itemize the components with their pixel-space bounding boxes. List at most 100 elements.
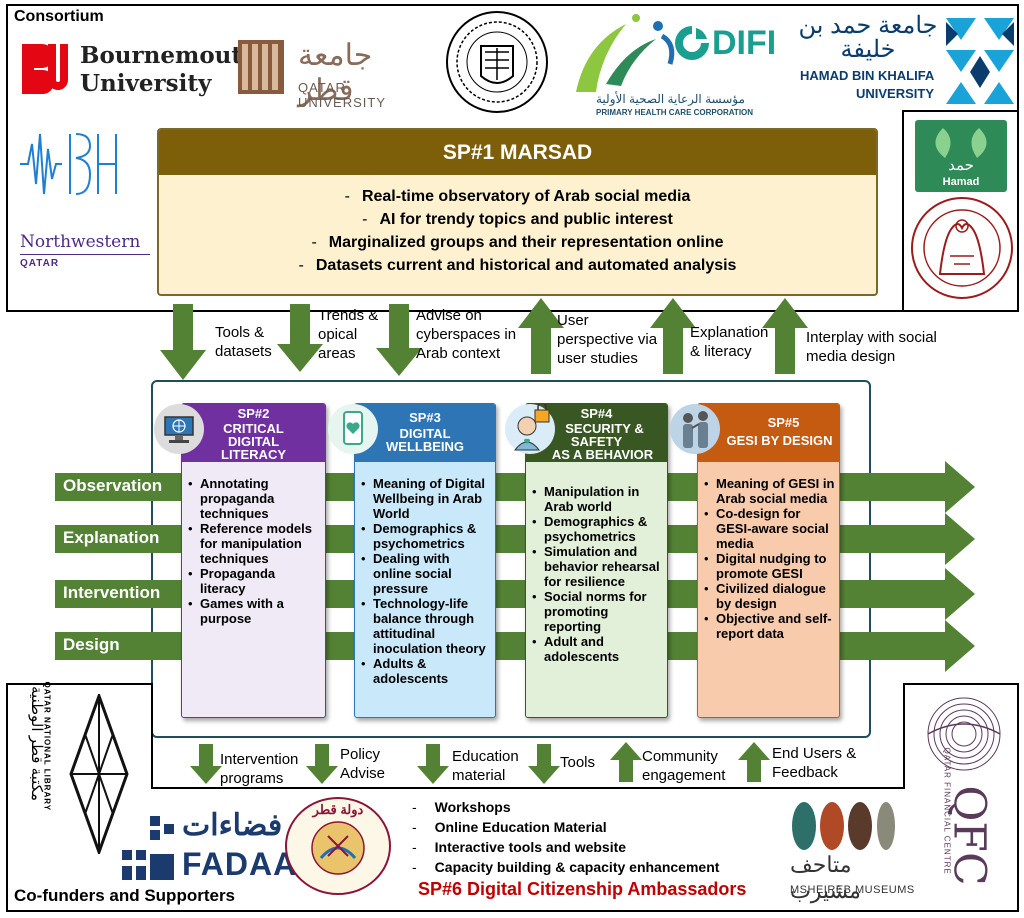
bournemouth-logo: Bournemouth University: [22, 40, 259, 100]
cofunders-left-divider: [151, 683, 153, 788]
list-item: Manipulation in Arab world: [532, 484, 663, 514]
list-item: Adult and adolescents: [532, 634, 663, 664]
hamad-english: Hamad: [942, 176, 980, 188]
qfc-swirl-icon: [927, 697, 1001, 771]
arrow-label: Tools: [560, 754, 596, 771]
hbku-english1: HAMAD BIN KHALIFA: [800, 68, 935, 83]
university-seal-icon: [445, 10, 550, 115]
down-arrow-icon: [306, 744, 338, 784]
cofunders-inner-top: [151, 787, 905, 789]
hamad-logo: حمد Hamad: [915, 120, 1007, 192]
hbku-mark-icon: [944, 16, 1016, 106]
sp5-list: Meaning of GESI in Arab social media Co-…: [698, 468, 839, 641]
list-item: Adults & adolescents: [361, 656, 491, 686]
computer-icon: [154, 404, 204, 454]
people-icon: [670, 404, 720, 454]
cofunders-right-divider: [903, 683, 905, 788]
qu-emblem-icon: [232, 34, 290, 96]
phcc-english: PRIMARY HEALTH CARE CORPORATION: [596, 108, 754, 117]
msheireb-arabic: متاحف مشيرب: [790, 852, 861, 903]
consortium-right-panel: [902, 110, 1019, 312]
cofunders-top-right: [903, 683, 1019, 685]
center-frame: [151, 380, 871, 738]
sp6-title: SP#6 Digital Citizenship Ambassadors: [418, 879, 747, 899]
arrow-label: Tools &datasets: [215, 324, 272, 360]
down-arrow-icon: [528, 744, 560, 784]
up-arrow-icon: [738, 742, 770, 782]
phcc-logo: مؤسسة الرعاية الصحية الأولية PRIMARY HEA…: [556, 14, 756, 120]
qnl-english: QATAR NATIONAL LIBRARY: [42, 681, 52, 812]
list-item: Simulation and behavior rehearsal for re…: [532, 544, 663, 589]
phcc-arabic: مؤسسة الرعاية الصحية الأولية: [596, 92, 745, 106]
cofunders-top-left: [6, 683, 152, 685]
list-item: Social norms for promoting reporting: [532, 589, 663, 634]
phone-heart-icon: [328, 404, 378, 454]
msheireb-mark-icon: [792, 802, 895, 850]
sp6-list: -Workshops -Online Education Material -I…: [412, 797, 719, 877]
list-item: Reference models for manipulation techni…: [188, 521, 321, 566]
down-arrow-icon: [417, 744, 449, 784]
qnl-mark-icon: [69, 694, 129, 854]
list-item: Objective and self-report data: [704, 611, 835, 641]
list-item: Meaning of Digital Wellbeing in Arab Wor…: [361, 476, 491, 521]
list-item: -AI for trendy topics and public interes…: [362, 211, 673, 228]
difi-logo: DIFI: [674, 22, 784, 66]
hbku-english2: UNIVERSITY: [856, 86, 935, 101]
qu-english: QATAR UNIVERSITY: [298, 80, 387, 110]
msheireb-logo: متاحف مشيرب MSHEIREB MUSEUMS: [786, 796, 914, 906]
list-item: Meaning of GESI in Arab social media: [704, 476, 835, 506]
qfc-sub: QATAR FINANCIAL CENTRE: [942, 747, 952, 875]
mcit-logo: دولة قطر: [283, 796, 393, 896]
cofunders-title: Co-funders and Supporters: [14, 886, 236, 905]
arrow-label: End Users &Feedback: [772, 745, 857, 781]
sp4-list: Manipulation in Arab world Demographics …: [526, 476, 667, 664]
consortium-title: Consortium: [14, 8, 104, 25]
mcit-arabic: دولة قطر: [312, 802, 364, 817]
hbku-arabic: جامعة حمد بن خليفة: [798, 12, 938, 63]
list-item: -Workshops: [412, 799, 511, 815]
mish-logo: [20, 124, 120, 204]
fadaat-mark-icon: [122, 816, 174, 880]
list-item: -Online Education Material: [412, 819, 607, 835]
down-arrow-icon: [376, 304, 422, 376]
sp1-title: SP#1 MARSAD: [159, 130, 876, 175]
list-item: Digital nudging to promote GESI: [704, 551, 835, 581]
difi-name: DIFI: [712, 24, 777, 62]
up-arrow-icon: [610, 742, 642, 782]
qfc-logo: QFC QATAR FINANCIAL CENTRE: [914, 690, 1014, 890]
hamad-leaf-icon: [935, 128, 987, 158]
up-arrow-icon: [650, 298, 696, 374]
list-item: -Real-time observatory of Arab social me…: [344, 188, 691, 205]
msheireb-english: MSHEIREB MUSEUMS: [790, 884, 915, 896]
northwestern-logo: Northwestern QATAR: [20, 232, 150, 272]
arrow-label: Explanation& literacy: [690, 324, 769, 360]
cofunders-frame: [6, 683, 1019, 912]
list-item: Annotating propaganda techniques: [188, 476, 321, 521]
list-item: -Marginalized groups and their represent…: [311, 234, 724, 251]
list-item: Demographics & psychometrics: [361, 521, 491, 551]
list-item: Dealing with online social pressure: [361, 551, 491, 596]
list-item: Co-design for GESI-aware social media: [704, 506, 835, 551]
list-item: Propaganda literacy: [188, 566, 321, 596]
list-item: -Interactive tools and website: [412, 839, 627, 855]
northwestern-name: Northwestern: [20, 232, 150, 255]
down-arrow-icon: [190, 744, 222, 784]
list-item: -Datasets current and historical and aut…: [298, 257, 737, 274]
sp1-list: -Real-time observatory of Arab social me…: [159, 175, 876, 277]
list-item: Games with a purpose: [188, 596, 321, 626]
bournemouth-line1: Bournemouth: [80, 42, 259, 69]
sp2-list: Annotating propaganda techniques Referen…: [182, 468, 325, 626]
qu-arabic: جامعة قطر: [298, 39, 373, 107]
